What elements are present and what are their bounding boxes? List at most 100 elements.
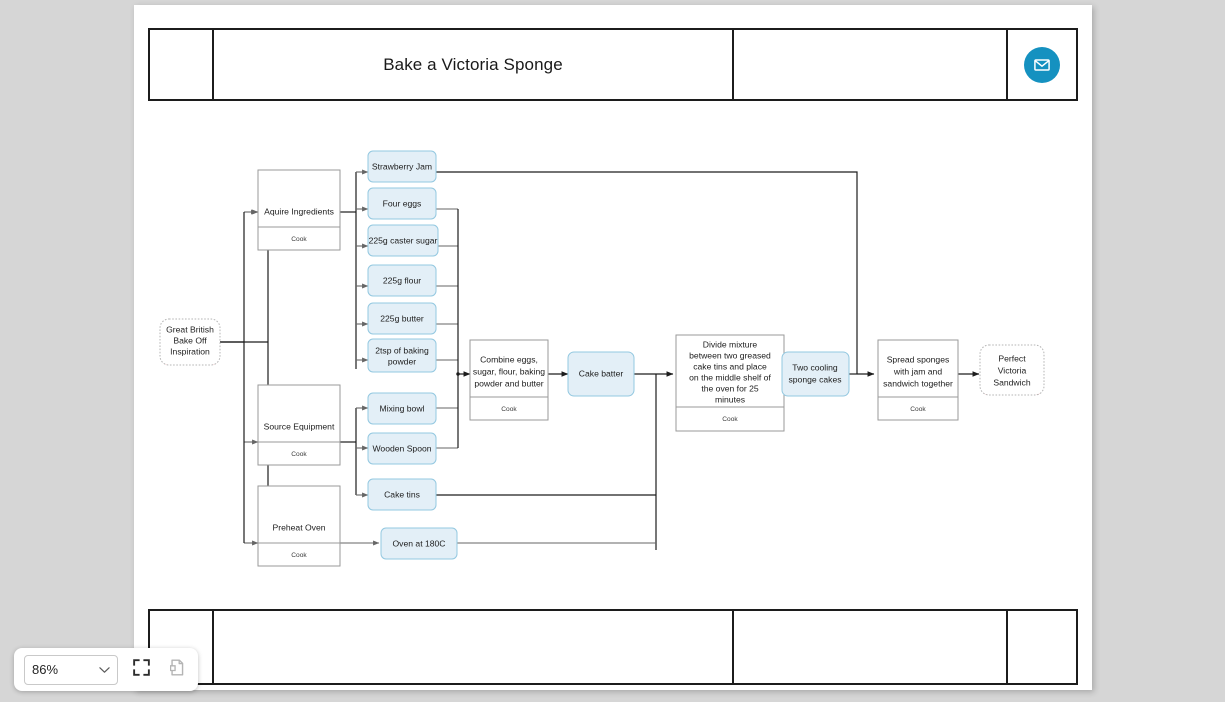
footer-cell-left[interactable]: [150, 611, 214, 683]
preheat-label: Preheat Oven: [272, 522, 325, 532]
combine-shape: [469, 339, 549, 421]
chevron-down-icon: [99, 662, 110, 677]
acquire-pool-label: Cook: [291, 236, 307, 243]
node-mixing-bowl[interactable]: Mixing bowl: [367, 392, 437, 425]
start-label-2: Bake Off: [173, 335, 207, 345]
bowl-shape: [367, 392, 437, 425]
node-divide[interactable]: Divide mixture between two greased cake …: [675, 334, 785, 432]
header-cell-icon[interactable]: [1008, 30, 1076, 99]
spread-label-2: with jam and: [893, 366, 942, 376]
eggs-label: Four eggs: [383, 198, 422, 208]
node-caster-sugar[interactable]: 225g caster sugar: [367, 224, 439, 257]
node-preheat-oven[interactable]: Preheat Oven Cook: [257, 485, 341, 567]
node-four-eggs[interactable]: Four eggs: [367, 187, 437, 220]
divide-shape: [675, 334, 785, 432]
bakingpowder-label-1: 2tsp of baking: [375, 345, 429, 355]
header-cell-title[interactable]: Bake a Victoria Sponge: [214, 30, 734, 99]
start-label-1: Great British: [166, 324, 214, 334]
bakingpowder-shape: [367, 338, 437, 373]
source-shape: [257, 384, 341, 466]
spread-label-1: Spread sponges: [887, 354, 950, 364]
header-cell-left[interactable]: [150, 30, 214, 99]
sugar-shape: [367, 224, 439, 257]
node-butter[interactable]: 225g butter: [367, 302, 437, 335]
cooling-label-1: Two cooling: [792, 362, 838, 372]
flour-shape: [367, 264, 437, 297]
node-cake-batter[interactable]: Cake batter: [567, 351, 635, 397]
divide-label-6: minutes: [715, 394, 745, 404]
cooling-shape: [781, 351, 850, 397]
combine-label-2: sugar, flour, baking: [473, 366, 545, 376]
divide-label-3: cake tins and place: [693, 361, 767, 371]
spoon-label: Wooden Spoon: [372, 443, 431, 453]
node-cake-tins[interactable]: Cake tins: [367, 478, 437, 511]
batter-shape: [567, 351, 635, 397]
footer-table: [148, 609, 1078, 685]
fit-to-screen-button[interactable]: [128, 657, 154, 683]
flowchart-canvas: Great British Bake Off Inspiration Aquir…: [159, 150, 1045, 567]
envelope-icon[interactable]: [1024, 46, 1060, 83]
oven-shape: [380, 527, 458, 560]
oven-label: Oven at 180C: [392, 538, 445, 548]
node-start[interactable]: Great British Bake Off Inspiration: [159, 318, 221, 376]
document-page: Bake a Victoria Sponge: [134, 5, 1092, 690]
butter-shape: [367, 302, 437, 335]
node-spread[interactable]: Spread sponges with jam and sandwich tog…: [877, 339, 959, 421]
end-shape: [979, 344, 1045, 396]
tins-label: Cake tins: [384, 489, 420, 499]
node-strawberry-jam[interactable]: Strawberry Jam: [367, 150, 437, 183]
fit-to-screen-icon: [132, 658, 150, 681]
start-label-3: Inspiration: [170, 346, 210, 356]
preheat-pool-label: Cook: [291, 552, 307, 559]
zoom-widget: 86%: [14, 648, 198, 691]
node-combine[interactable]: Combine eggs, sugar, flour, baking powde…: [469, 339, 549, 421]
zoom-level-select[interactable]: 86%: [24, 654, 118, 685]
node-source-equipment[interactable]: Source Equipment Cook: [257, 384, 341, 466]
footer-cell-middle[interactable]: [734, 611, 1008, 683]
combine-label-3: powder and butter: [474, 378, 543, 388]
divide-pool-label: Cook: [722, 416, 738, 423]
header-cell-middle[interactable]: [734, 30, 1008, 99]
end-label-1: Perfect: [998, 353, 1026, 363]
source-label: Source Equipment: [264, 421, 335, 431]
spoon-shape: [367, 432, 437, 465]
butter-label: 225g butter: [380, 313, 424, 323]
source-pool-label: Cook: [291, 451, 307, 458]
cooling-label-2: sponge cakes: [788, 374, 841, 384]
spread-shape: [877, 339, 959, 421]
divide-label-2: between two greased: [689, 350, 771, 360]
node-flour[interactable]: 225g flour: [367, 264, 437, 297]
spread-pool-label: Cook: [910, 406, 926, 413]
node-oven-180c[interactable]: Oven at 180C: [380, 527, 458, 560]
node-baking-powder[interactable]: 2tsp of baking powder: [367, 338, 437, 373]
combine-label-1: Combine eggs,: [480, 354, 538, 364]
end-label-2: Victoria: [998, 365, 1027, 375]
eggs-shape: [367, 187, 437, 220]
batter-label: Cake batter: [579, 368, 624, 378]
document-title: Bake a Victoria Sponge: [383, 54, 563, 74]
footer-cell-right[interactable]: [1008, 611, 1076, 683]
tins-shape: [367, 478, 437, 511]
spread-label-3: sandwich together: [883, 378, 953, 388]
end-label-3: Sandwich: [993, 377, 1030, 387]
divide-label-4: on the middle shelf of: [689, 372, 771, 382]
acquire-shape: [257, 169, 341, 251]
bakingpowder-label-2: powder: [388, 356, 416, 366]
bowl-label: Mixing bowl: [380, 403, 425, 413]
node-end[interactable]: Perfect Victoria Sandwich: [979, 344, 1045, 408]
divide-label-5: the oven for 25: [701, 383, 759, 393]
acquire-label: Aquire Ingredients: [264, 206, 334, 216]
footer-cell-main[interactable]: [214, 611, 734, 683]
divide-label-1: Divide mixture: [703, 339, 758, 349]
node-cooling-cakes[interactable]: Two cooling sponge cakes: [781, 351, 850, 397]
preheat-shape: [257, 485, 341, 567]
node-acquire-ingredients[interactable]: Aquire Ingredients Cook: [257, 169, 341, 251]
node-wooden-spoon[interactable]: Wooden Spoon: [367, 432, 437, 465]
jam-shape: [367, 150, 437, 183]
flour-label: 225g flour: [383, 275, 421, 285]
page-button[interactable]: [164, 657, 190, 683]
combine-pool-label: Cook: [501, 406, 517, 413]
sugar-label: 225g caster sugar: [369, 235, 438, 245]
zoom-level-value: 86%: [32, 662, 59, 677]
